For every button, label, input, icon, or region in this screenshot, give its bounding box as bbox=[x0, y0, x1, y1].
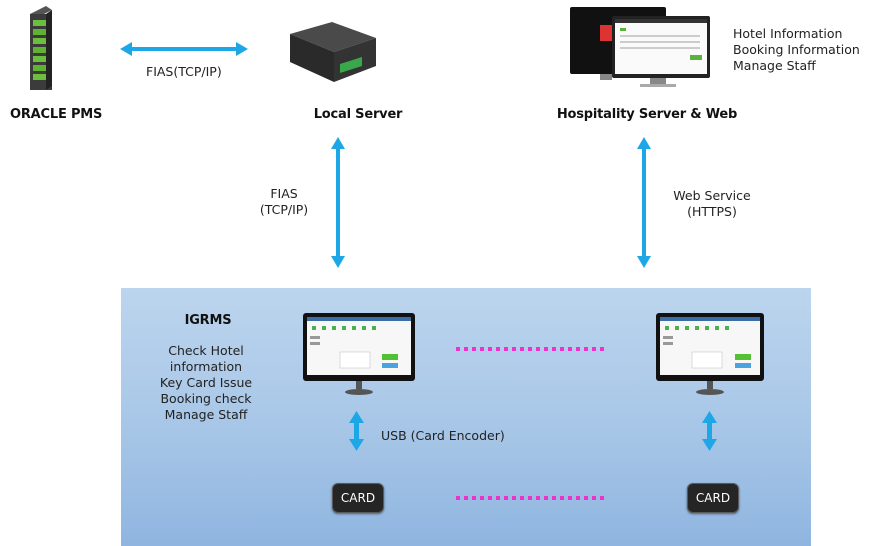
hospitality-function-item: Manage Staff bbox=[733, 58, 816, 73]
igrms-function-item: Key Card Issue bbox=[159, 375, 253, 390]
web-service-label-line: (HTTPS) bbox=[687, 204, 737, 219]
igrms-monitor-right-icon bbox=[656, 313, 764, 395]
igrms-functions: Check Hotel information Key Card Issue B… bbox=[148, 343, 264, 423]
card-left: CARD bbox=[332, 483, 384, 513]
fias-vertical-arrow bbox=[331, 137, 345, 268]
web-service-arrow bbox=[637, 137, 651, 268]
fias-horizontal-arrow bbox=[120, 42, 248, 56]
hospitality-monitors-icon bbox=[570, 7, 710, 87]
fias-vertical-label-line: FIAS bbox=[270, 186, 298, 201]
hospitality-server-label: Hospitality Server & Web bbox=[556, 107, 738, 122]
web-service-label: Web Service (HTTPS) bbox=[658, 188, 766, 220]
igrms-monitor-left-icon bbox=[303, 313, 415, 395]
oracle-pms-label: ORACLE PMS bbox=[10, 107, 103, 122]
fias-top-link-label: FIAS(TCP/IP) bbox=[146, 64, 222, 79]
hospitality-functions: Hotel Information Booking Information Ma… bbox=[733, 26, 860, 74]
fias-vertical-label: FIAS (TCP/IP) bbox=[240, 186, 328, 218]
usb-arrow-left bbox=[349, 411, 364, 451]
igrms-function-item: Check Hotel bbox=[168, 343, 244, 358]
igrms-function-item: Booking check bbox=[160, 391, 252, 406]
local-server-label: Local Server bbox=[313, 107, 403, 122]
server-rack-icon bbox=[30, 6, 52, 90]
hospitality-function-item: Booking Information bbox=[733, 42, 860, 57]
usb-arrow-right bbox=[702, 411, 717, 451]
card-right: CARD bbox=[687, 483, 739, 513]
igrms-title: IGRMS bbox=[184, 313, 232, 328]
hospitality-function-item: Hotel Information bbox=[733, 26, 843, 41]
igrms-function-item: information bbox=[169, 359, 243, 374]
fias-vertical-label-line: (TCP/IP) bbox=[259, 202, 309, 217]
igrms-function-item: Manage Staff bbox=[164, 407, 248, 422]
web-service-label-line: Web Service bbox=[673, 188, 751, 203]
local-server-icon bbox=[290, 22, 376, 82]
usb-label: USB (Card Encoder) bbox=[381, 428, 505, 443]
